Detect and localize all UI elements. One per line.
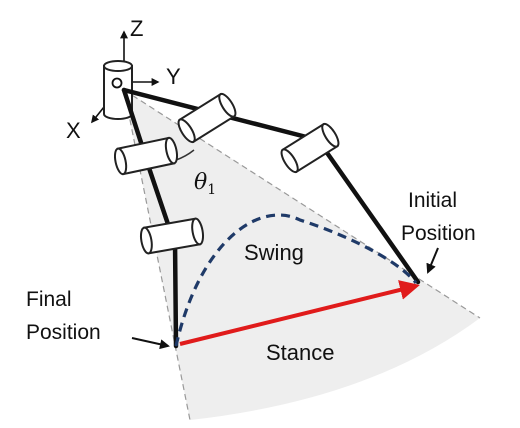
initial-position-pointer <box>426 247 439 274</box>
final-leg-joint-cylinder-1 <box>113 136 179 176</box>
initial-position-label-line1: Initial <box>408 189 457 212</box>
leg-initial-configuration <box>121 87 421 285</box>
final-position-label-line2: Position <box>26 321 101 344</box>
theta-symbol: θ1 <box>194 170 216 198</box>
hip-base-cylinder <box>103 60 133 120</box>
initial-position-label-line2: Position <box>401 222 476 245</box>
x-axis-label: X <box>66 118 81 143</box>
leg-final-configuration <box>113 87 205 349</box>
stance-label: Stance <box>266 340 335 365</box>
workspace-boundary-left <box>123 89 191 421</box>
initial-leg-joint-cylinder-2 <box>280 122 340 174</box>
hip-joint-marker <box>111 77 123 89</box>
initial-leg-joint-cylinder-1 <box>177 92 237 144</box>
final-position-label-line1: Final <box>26 288 72 311</box>
final-position-pointer <box>131 337 170 350</box>
swing-label: Swing <box>244 240 304 265</box>
stance-vector <box>179 280 420 346</box>
z-axis-label: Z <box>130 16 143 41</box>
y-axis-label: Y <box>166 64 181 89</box>
initial-leg-lower-link <box>315 137 421 285</box>
final-leg-joint-cylinder-2 <box>139 217 205 255</box>
final-leg-lower-link <box>172 237 179 349</box>
swing-trajectory <box>174 213 418 347</box>
